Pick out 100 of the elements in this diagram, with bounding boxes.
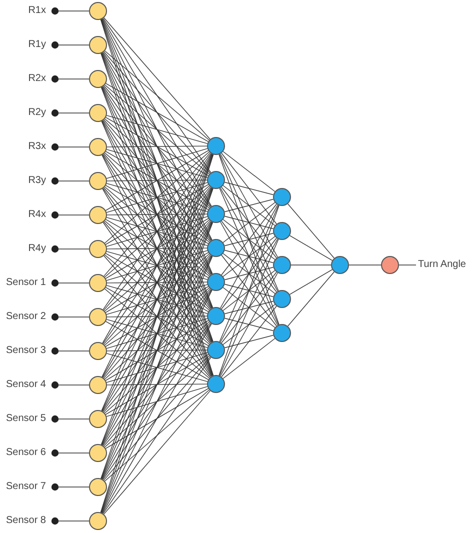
connection-line	[51, 483, 90, 491]
connection-line	[220, 188, 278, 292]
connection-line	[51, 211, 90, 219]
connection-line	[221, 254, 277, 326]
connection-line	[348, 264, 382, 266]
input-label: R4x	[28, 208, 46, 222]
connection-line	[51, 381, 90, 389]
connection-line	[102, 357, 212, 514]
hidden-neuron	[207, 239, 225, 257]
connection-line	[102, 52, 212, 241]
connection-line	[218, 205, 280, 376]
connection-line	[51, 415, 90, 423]
hidden-neuron	[273, 256, 291, 274]
connection-line	[222, 270, 276, 311]
connection-line	[102, 18, 212, 207]
connection-line	[222, 219, 276, 260]
input-label: R1x	[28, 4, 46, 18]
connection-line	[290, 264, 332, 266]
connection-line	[220, 272, 278, 376]
connection-line	[104, 118, 210, 208]
connection-line	[51, 75, 90, 83]
connection-line	[104, 51, 210, 174]
hidden-neuron	[273, 290, 291, 308]
connection-line	[222, 287, 276, 328]
hidden-neuron	[207, 171, 225, 189]
connection-line	[224, 250, 274, 264]
input-neuron	[89, 70, 107, 88]
connection-line	[224, 334, 274, 348]
input-neuron	[89, 2, 107, 20]
connection-line	[289, 269, 333, 295]
input-label: Sensor 2	[6, 310, 46, 324]
hidden-neuron	[273, 324, 291, 342]
input-label: Sensor 3	[6, 344, 46, 358]
input-label: R2y	[28, 106, 46, 120]
connection-line	[51, 7, 90, 15]
connection-line	[102, 18, 212, 173]
hidden-neuron	[207, 205, 225, 223]
connection-line	[102, 120, 212, 275]
connection-line	[102, 323, 212, 480]
connection-line	[224, 182, 274, 196]
connection-line	[106, 350, 208, 352]
connection-line	[222, 151, 276, 192]
connection-line	[102, 323, 212, 514]
input-label: R3x	[28, 140, 46, 154]
connection-line	[106, 248, 208, 250]
connection-line	[104, 356, 210, 448]
output-label: Turn Angle	[418, 258, 466, 272]
input-label: Sensor 7	[6, 480, 46, 494]
connection-line	[105, 354, 209, 415]
connection-line	[106, 384, 208, 386]
connection-line	[287, 204, 335, 258]
connection-line	[104, 322, 210, 414]
hidden-neuron	[207, 137, 225, 155]
input-neuron	[89, 410, 107, 428]
input-label: R2x	[28, 72, 46, 86]
input-neuron	[89, 274, 107, 292]
connection-line	[221, 186, 277, 258]
connection-line	[222, 202, 276, 243]
hidden-neuron	[331, 256, 349, 274]
connection-line	[218, 154, 280, 325]
connection-line	[104, 50, 210, 140]
input-neuron	[89, 138, 107, 156]
connection-line	[104, 119, 210, 242]
input-label: R1y	[28, 38, 46, 52]
connection-line	[219, 154, 279, 292]
hidden-neuron	[273, 188, 291, 206]
connection-line	[51, 449, 90, 457]
connection-line	[106, 282, 208, 284]
connection-line	[106, 316, 208, 318]
connection-line	[104, 390, 210, 482]
connection-line	[102, 120, 212, 309]
connection-line	[104, 322, 210, 447]
connection-line	[221, 220, 277, 292]
connection-line	[224, 284, 274, 298]
connection-line	[224, 266, 274, 280]
hidden-neuron	[207, 375, 225, 393]
connection-line	[219, 238, 279, 376]
connection-line	[219, 188, 279, 326]
connection-line	[221, 152, 277, 224]
hidden-neuron	[207, 341, 225, 359]
connection-line	[51, 143, 90, 151]
input-label: R3y	[28, 174, 46, 188]
hidden-neuron	[273, 222, 291, 240]
connection-line	[222, 304, 276, 345]
connection-line	[106, 146, 208, 148]
connection-line	[219, 204, 279, 342]
connection-line	[222, 236, 276, 277]
connection-line	[224, 198, 274, 212]
connection-line	[220, 222, 278, 326]
connection-line	[51, 517, 90, 525]
connection-line	[287, 272, 335, 326]
connection-line	[51, 347, 90, 355]
connection-line	[105, 117, 209, 176]
input-neuron	[89, 478, 107, 496]
connection-line	[106, 386, 208, 417]
connection-line	[102, 86, 212, 241]
connection-line	[222, 185, 276, 226]
connection-line	[106, 214, 208, 216]
connection-line	[104, 288, 210, 413]
input-neuron	[89, 240, 107, 258]
